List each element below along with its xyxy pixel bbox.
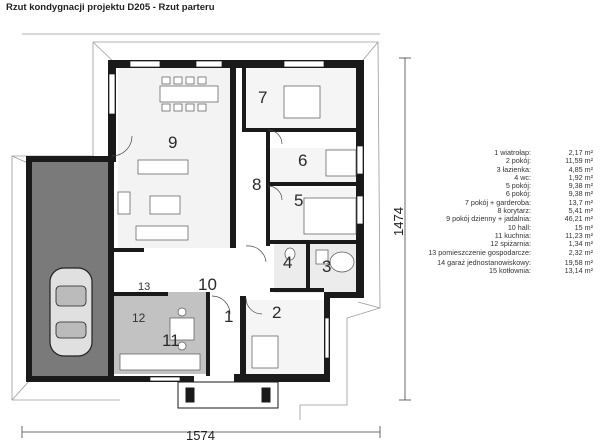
windows [108, 60, 364, 382]
height-dimension: 1474 [391, 207, 406, 236]
legend-room-area: 11,23 m² [565, 230, 593, 240]
legend-room-area: 2,17 m² [568, 148, 593, 157]
legend-room-area: 13,7 m² [568, 197, 593, 207]
legend-row: 12 spiżarnia: 1,34 m² [421, 239, 593, 249]
legend-room-name: 9 pokój dzienny + jadalnia: [446, 214, 531, 224]
legend-row: 3 łazienka: 4,85 m² [421, 164, 593, 174]
room-number-10: 10 [198, 275, 217, 294]
doors [111, 129, 283, 315]
legend-room-area: 9,38 m² [568, 189, 593, 199]
legend-room-area: 19,58 m² [564, 257, 593, 267]
legend-room-name: 8 korytarz: [497, 205, 531, 215]
legend-room-name: 3 łazienka: [496, 164, 531, 174]
legend-row: 1 wiatrołap: 2,17 m² [421, 148, 593, 157]
legend-row: 7 pokój + garderoba: 13,7 m² [421, 197, 593, 207]
width-dimension: 1574 [186, 428, 215, 443]
dining-table-icon [159, 76, 219, 112]
room-number-2: 2 [272, 303, 281, 322]
legend-row: 6 pokój: 9,38 m² [421, 189, 593, 199]
sofa-icon [117, 159, 189, 241]
room-numbers: 9 7 6 8 5 4 3 10 2 1 11 12 13 [132, 88, 331, 350]
legend-row: 13 pomieszczenie gospodarcze: 2,32 m² [421, 248, 593, 258]
legend-room-name: 14 garaż jednostanowiskowy: [437, 257, 531, 267]
legend-room-name: 15 kotłownia: [489, 265, 531, 275]
legend-room-area: 9,38 m² [568, 181, 593, 191]
legend-room-area: 46,21 m² [564, 214, 593, 224]
legend-room-name: 4 wc: [514, 172, 531, 182]
legend-row: 2 pokój: 11,59 m² [421, 156, 593, 166]
legend-room-name: 7 pokój + garderoba: [464, 197, 531, 207]
room-number-11: 11 [162, 331, 180, 350]
legend-room-name: 13 pomieszczenie gospodarcze: [428, 248, 531, 258]
legend-room-area: 15 m² [574, 222, 593, 232]
room-number-12: 12 [132, 311, 146, 325]
walls [26, 60, 364, 382]
legend-row: 14 garaż jednostanowiskowy: 19,58 m² [421, 257, 593, 267]
room-number-8: 8 [252, 175, 261, 194]
legend-room-name: 12 spiżarnia: [490, 239, 531, 249]
legend-room-area: 5,41 m² [568, 205, 593, 215]
room-number-6: 6 [298, 151, 307, 170]
room-number-3: 3 [322, 257, 331, 276]
room-number-4: 4 [283, 253, 292, 272]
bed-icon [251, 85, 357, 369]
bath-fixtures [284, 247, 355, 273]
room-number-13: 13 [138, 281, 150, 293]
legend-room-area: 4,85 m² [568, 164, 593, 174]
legend-room-name: 1 wiatrołap: [494, 148, 531, 157]
legend-room-name: 5 pokój: [505, 181, 531, 191]
room-number-7: 7 [258, 88, 267, 107]
room-number-9: 9 [168, 133, 177, 152]
legend-room-area: 13,14 m² [564, 265, 593, 275]
dimension-lines [21, 57, 411, 438]
legend-room-name: 6 pokój: [505, 189, 531, 199]
legend-row: 9 pokój dzienny + jadalnia: 46,21 m² [421, 214, 593, 224]
legend-room-area: 2,32 m² [568, 248, 593, 258]
legend-room-area: 11,59 m² [565, 156, 593, 166]
page-title: Rzut kondygnacji projektu D205 - Rzut pa… [6, 2, 215, 13]
legend-row: 4 wc: 1,92 m² [421, 172, 593, 182]
legend-room-name: 11 kuchnia: [494, 230, 531, 240]
legend-room-name: 2 pokój: [505, 156, 531, 166]
room-number-5: 5 [294, 191, 303, 210]
legend-row: 10 hall: 15 m² [421, 222, 593, 232]
entrance-porch [177, 381, 279, 409]
legend-row: 5 pokój: 9,38 m² [421, 181, 593, 191]
legend-room-area: 1,92 m² [568, 172, 593, 182]
legend-room-area: 1,34 m² [568, 239, 593, 249]
legend-row: 11 kuchnia: 11,23 m² [421, 230, 593, 240]
legend-room-name: 10 hall: [507, 222, 531, 232]
legend-row: 8 korytarz: 5,41 m² [421, 205, 593, 215]
car-icon [49, 267, 93, 357]
kitchen-fixtures [119, 307, 201, 371]
legend-row: 15 kotłownia: 13,14 m² [421, 265, 593, 275]
room-number-1: 1 [224, 307, 233, 326]
